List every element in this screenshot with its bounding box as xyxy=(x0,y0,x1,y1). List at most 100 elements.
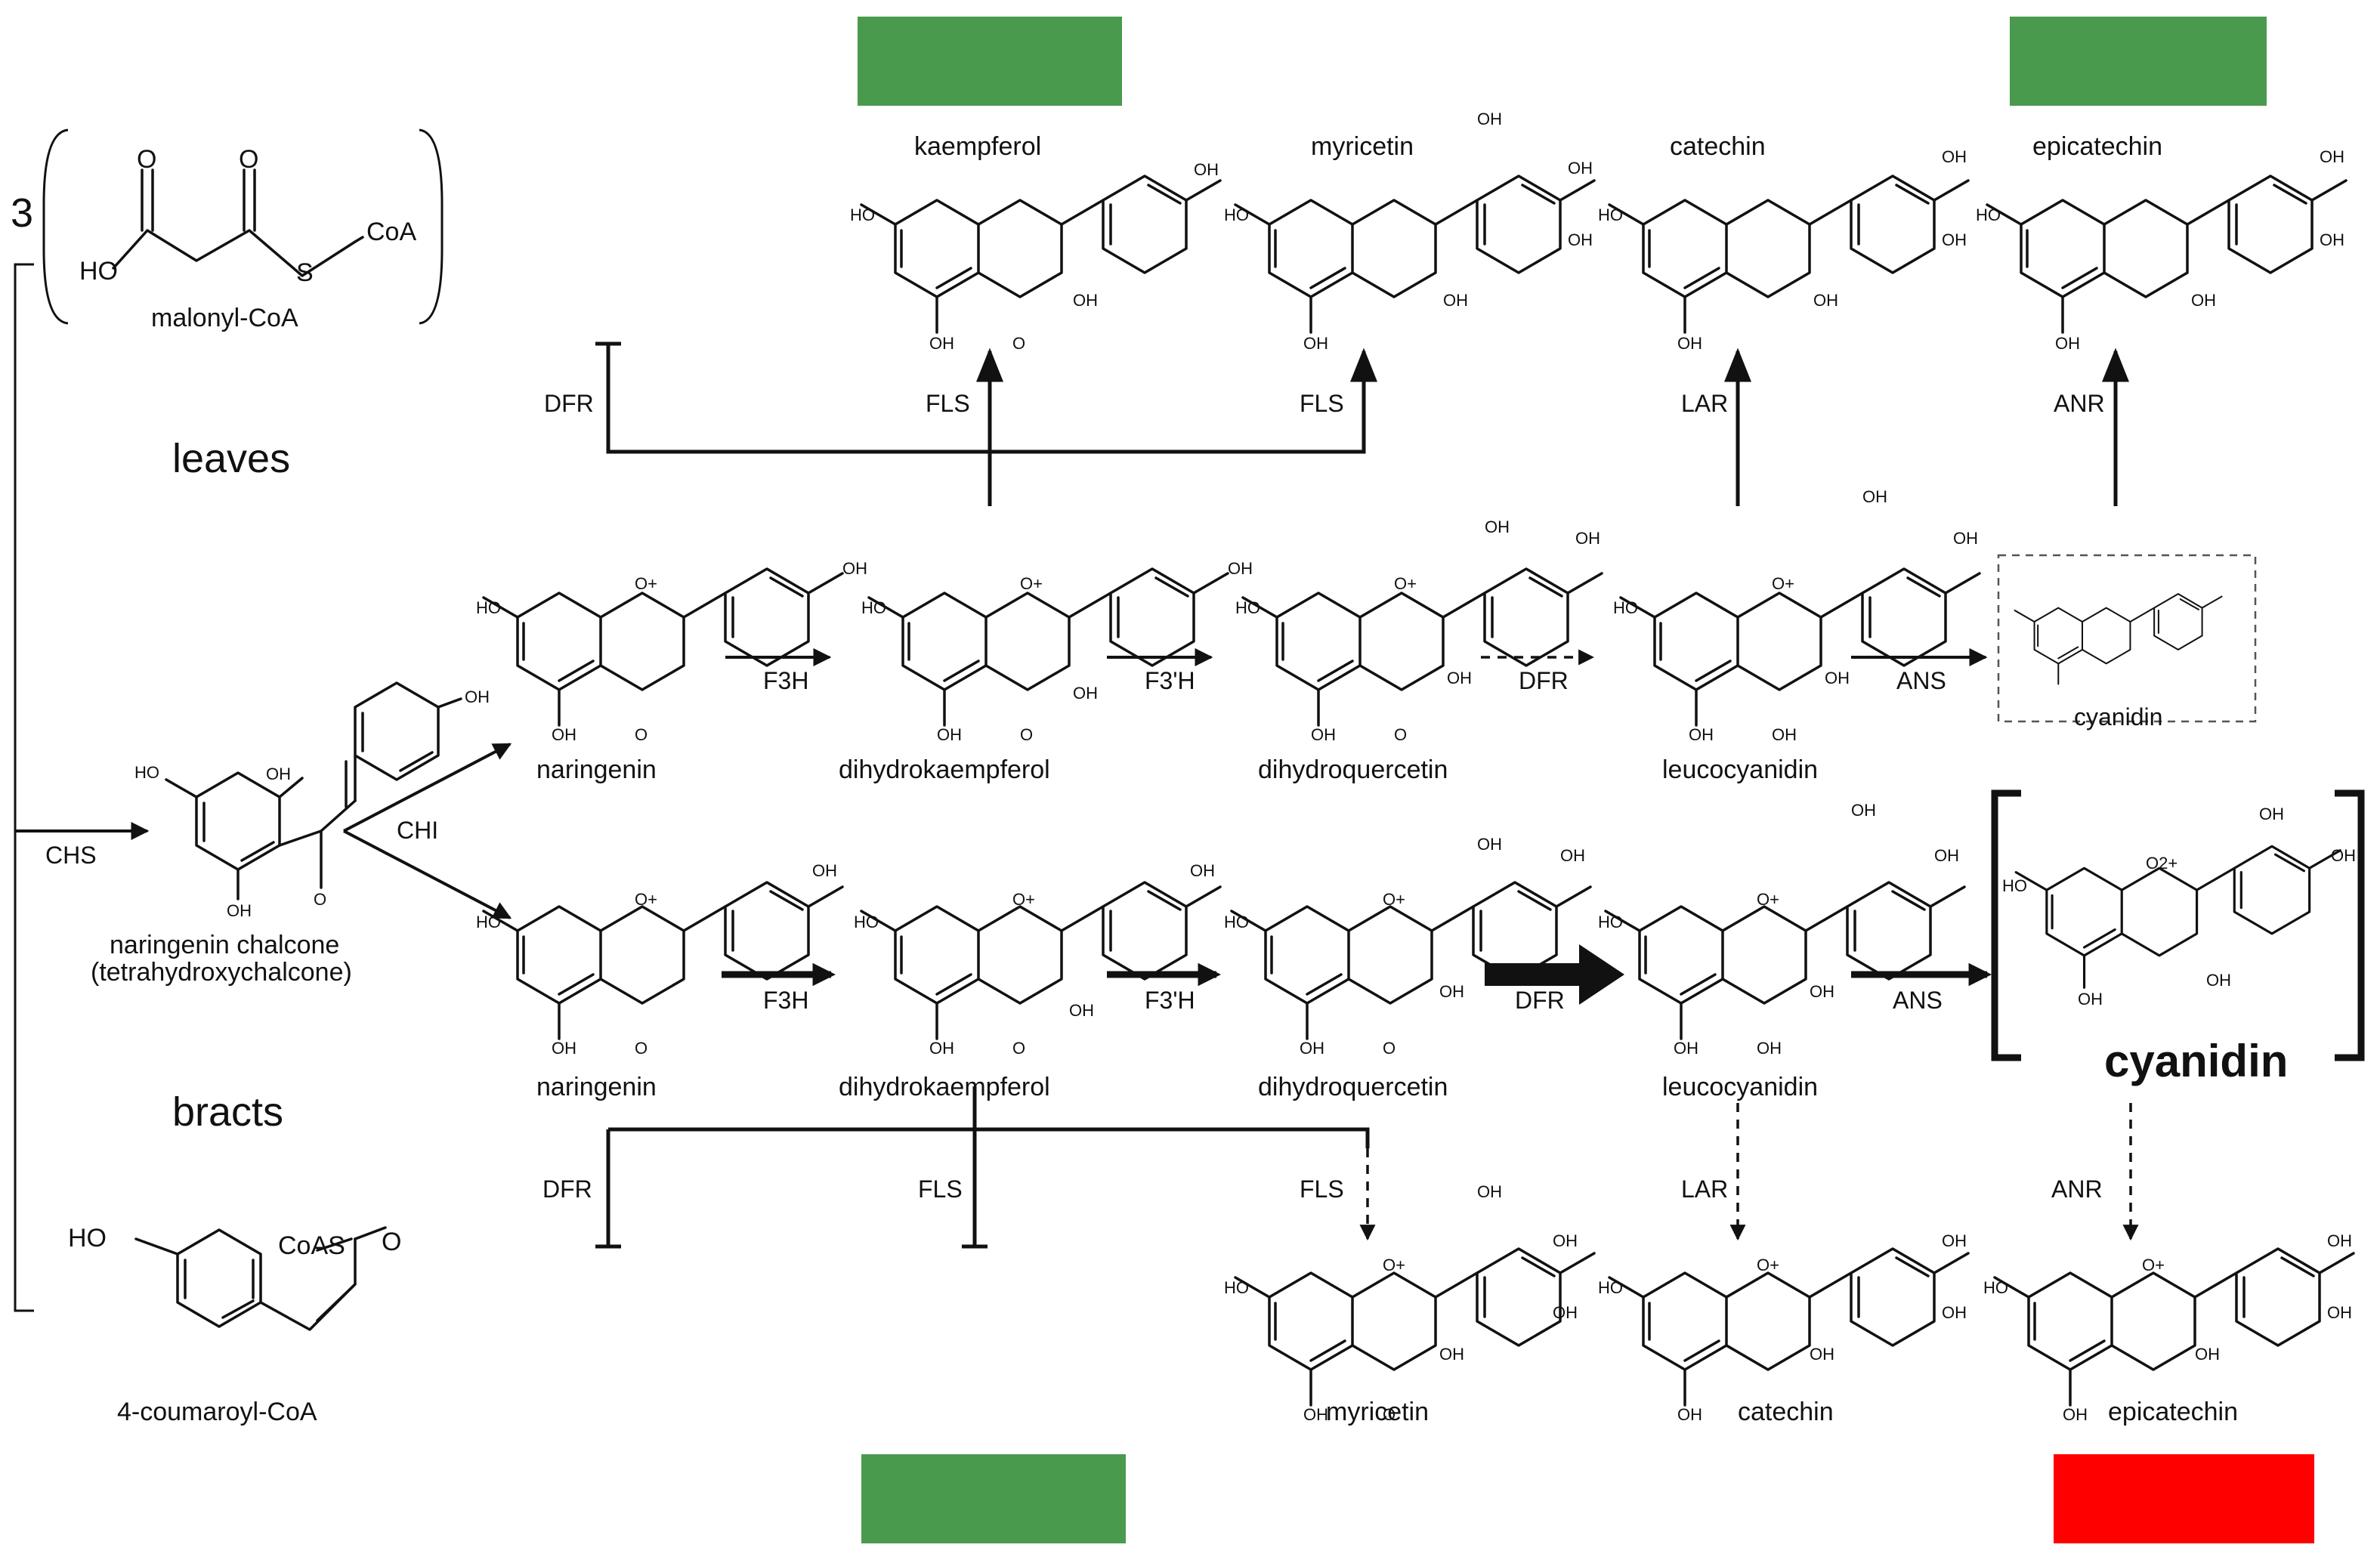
svg-text:O: O xyxy=(239,145,258,174)
svg-text:HO: HO xyxy=(476,598,501,617)
arrow-dfr-bracts xyxy=(1485,944,1624,1005)
enzyme-dfr-inhibit-bracts: DFR xyxy=(542,1175,592,1203)
chi-arrow-up xyxy=(343,743,512,833)
svg-text:OH: OH xyxy=(1942,147,1967,166)
label-dihydroquercetin-bracts: dihydroquercetin xyxy=(1258,1073,1448,1101)
indicator-bar-top-right xyxy=(2010,17,2267,106)
svg-text:OH: OH xyxy=(1553,1231,1578,1250)
svg-text:OH: OH xyxy=(2206,971,2231,990)
malonyl-bracket-right xyxy=(419,128,444,325)
svg-text:O: O xyxy=(1020,725,1033,744)
enzyme-fls-myricetin-bracts: FLS xyxy=(1300,1175,1344,1203)
svg-text:OH: OH xyxy=(465,687,490,706)
svg-text:HO: HO xyxy=(861,598,886,617)
svg-text:OH: OH xyxy=(1851,801,1876,820)
svg-text:O: O xyxy=(314,890,326,909)
svg-text:OH: OH xyxy=(2327,1231,2352,1250)
svg-text:HO: HO xyxy=(850,205,875,224)
structure-dihydrokaempferol-bracts xyxy=(860,881,1222,1040)
cyanidin-bracket-right xyxy=(2335,789,2365,1061)
enzyme-fls-kaempferol: FLS xyxy=(926,390,970,417)
label-cyanidin-bracts: cyanidin xyxy=(2104,1036,2288,1086)
svg-text:HO: HO xyxy=(134,763,159,782)
svg-text:OH: OH xyxy=(1810,1345,1834,1364)
structure-dihydroquercetin-leaves xyxy=(1241,567,1603,727)
svg-text:HO: HO xyxy=(1983,1278,2008,1297)
svg-text:O+: O+ xyxy=(1020,574,1043,593)
indicator-bar-top-left xyxy=(858,17,1122,106)
svg-text:O2+: O2+ xyxy=(2146,854,2178,873)
structure-epicatechin-leaves xyxy=(1986,175,2348,334)
label-myricetin-leaves: myricetin xyxy=(1311,132,1414,161)
svg-text:O: O xyxy=(1383,1039,1396,1058)
svg-text:O+: O+ xyxy=(1383,890,1405,909)
svg-text:OH: OH xyxy=(2327,1303,2352,1322)
cyanidin-bracket-left xyxy=(1991,789,2021,1061)
enzyme-f3ph-bracts: F3'H xyxy=(1145,987,1195,1014)
label-dihydroquercetin-leaves: dihydroquercetin xyxy=(1258,755,1448,784)
label-catechin-leaves: catechin xyxy=(1670,132,1766,161)
svg-text:OH: OH xyxy=(1677,334,1702,353)
enzyme-f3h-bracts: F3H xyxy=(763,987,808,1014)
enzyme-ans-bracts: ANS xyxy=(1893,987,1943,1014)
svg-text:OH: OH xyxy=(1772,725,1797,744)
svg-text:OH: OH xyxy=(1813,291,1838,310)
multiplier-label: 3 xyxy=(11,190,33,236)
svg-text:OH: OH xyxy=(1757,1039,1782,1058)
svg-text:OH: OH xyxy=(812,861,837,880)
svg-text:O: O xyxy=(1394,725,1407,744)
enzyme-lar-leaves: LAR xyxy=(1681,390,1728,417)
svg-text:OH: OH xyxy=(1674,1039,1698,1058)
svg-text:OH: OH xyxy=(1560,846,1585,865)
svg-text:OH: OH xyxy=(1300,1039,1324,1058)
structure-catechin-leaves xyxy=(1608,175,1970,334)
enzyme-dfr-inhibit-leaves: DFR xyxy=(544,390,594,417)
label-dihydrokaempferol-leaves: dihydrokaempferol xyxy=(839,755,1050,784)
svg-text:OH: OH xyxy=(1568,230,1593,249)
cyanidin-leaves-dashed-box xyxy=(1997,554,2257,723)
svg-text:OH: OH xyxy=(1568,159,1593,178)
svg-text:OH: OH xyxy=(2063,1405,2088,1424)
svg-text:OH: OH xyxy=(2195,1345,2220,1364)
malonyl-coa-structure: O O HO S CoA xyxy=(79,145,416,287)
structure-kaempferol xyxy=(860,175,1222,334)
svg-text:O+: O+ xyxy=(1394,574,1417,593)
label-myricetin-bracts: myricetin xyxy=(1326,1398,1429,1426)
tissue-label-leaves: leaves xyxy=(172,436,290,481)
svg-text:OH: OH xyxy=(1477,1182,1502,1201)
svg-text:OH: OH xyxy=(1953,529,1978,548)
enzyme-dfr-leaves: DFR xyxy=(1519,667,1569,694)
svg-text:HO: HO xyxy=(1598,913,1623,931)
tissue-split-bracket xyxy=(14,263,34,1312)
svg-text:HO: HO xyxy=(1598,205,1623,224)
structure-leucocyanidin-bracts xyxy=(1604,881,1966,1040)
svg-text:OH: OH xyxy=(929,334,954,353)
enzyme-fls-inhibit-bracts: FLS xyxy=(918,1175,963,1203)
svg-text:O+: O+ xyxy=(635,890,657,909)
svg-text:OH: OH xyxy=(1862,487,1887,506)
label-tetrahydroxychalcone: (tetrahydroxychalcone) xyxy=(91,958,352,987)
svg-text:OH: OH xyxy=(1447,669,1472,687)
label-naringenin-leaves: naringenin xyxy=(536,755,657,784)
svg-text:O: O xyxy=(635,1039,648,1058)
structure-cyanidin-bracts xyxy=(2014,845,2341,989)
svg-text:HO: HO xyxy=(476,913,501,931)
svg-text:OH: OH xyxy=(1810,982,1834,1001)
svg-text:OH: OH xyxy=(1485,517,1510,536)
enzyme-chi: CHI xyxy=(397,817,438,844)
svg-text:HO: HO xyxy=(1224,1278,1249,1297)
svg-text:OH: OH xyxy=(1942,1231,1967,1250)
svg-text:O+: O+ xyxy=(1383,1256,1405,1274)
enzyme-f3h-leaves: F3H xyxy=(763,667,808,694)
svg-text:OH: OH xyxy=(1477,110,1502,128)
svg-text:OH: OH xyxy=(552,1039,576,1058)
svg-text:OH: OH xyxy=(227,901,252,920)
svg-text:O+: O+ xyxy=(635,574,657,593)
svg-text:OH: OH xyxy=(2320,230,2344,249)
svg-text:HO: HO xyxy=(1613,598,1638,617)
structure-catechin-bracts xyxy=(1608,1247,1970,1407)
